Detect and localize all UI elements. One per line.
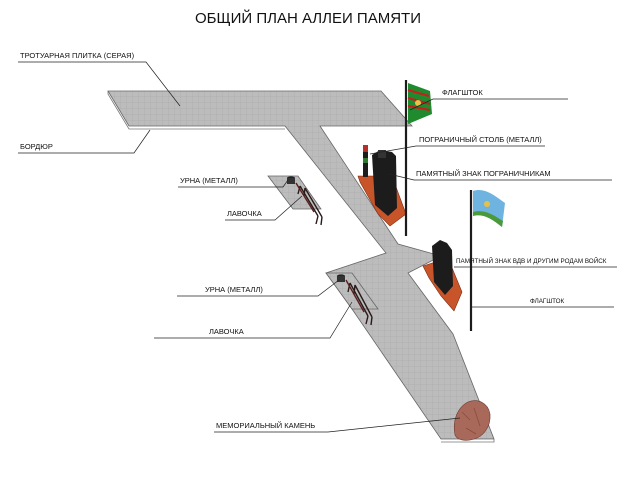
curb-edge — [107, 91, 285, 130]
label-flagpole-bottom: ФЛАГШТОК — [530, 298, 565, 305]
label-border-post: ПОГРАНИЧНЫЙ СТОЛБ (МЕТАЛЛ) — [419, 135, 542, 144]
label-curb: БОРДЮР — [20, 142, 53, 151]
label-bench-bottom: ЛАВОЧКА — [209, 327, 244, 336]
vdv-memorial — [422, 240, 463, 312]
label-flagpole-top: ФЛАГШТОК — [442, 88, 483, 97]
vdv-memorial-stele — [432, 240, 453, 295]
label-border-sign: ПАМЯТНЫЙ ЗНАК ПОГРАНИЧНИКАМ — [416, 169, 551, 178]
memorial-stone-icon — [453, 400, 491, 441]
border-post — [363, 145, 368, 177]
label-bench-top: ЛАВОЧКА — [227, 209, 262, 218]
paving-surface — [107, 90, 495, 440]
plan-title: ОБЩИЙ ПЛАН АЛЛЕИ ПАМЯТИ — [195, 9, 421, 27]
border-memorial-stele — [372, 150, 397, 216]
label-vdv-sign: ПАМЯТНЫЙ ЗНАК ВДВ И ДРУГИМ РОДАМ ВОЙСК — [456, 256, 607, 265]
curb-edge-right — [441, 439, 495, 443]
label-paving: ТРОТУАРНАЯ ПЛИТКА (СЕРАЯ) — [20, 51, 135, 60]
leader-lines — [18, 61, 617, 433]
urn-bottom-icon — [337, 274, 345, 282]
label-urn-bottom: УРНА (МЕТАЛЛ) — [205, 285, 263, 294]
bench-bottom-icon — [345, 279, 373, 326]
label-memorial-stone: МЕМОРИАЛЬНЫЙ КАМЕНЬ — [216, 421, 315, 430]
label-urn-top: УРНА (МЕТАЛЛ) — [180, 176, 238, 185]
border-guard-memorial — [357, 150, 407, 227]
bench-top-icon — [295, 182, 323, 226]
border-flagpole — [404, 80, 432, 236]
vdv-flagpole — [469, 190, 505, 331]
urn-top-icon — [287, 176, 295, 184]
border-memorial-plinth — [378, 150, 386, 158]
